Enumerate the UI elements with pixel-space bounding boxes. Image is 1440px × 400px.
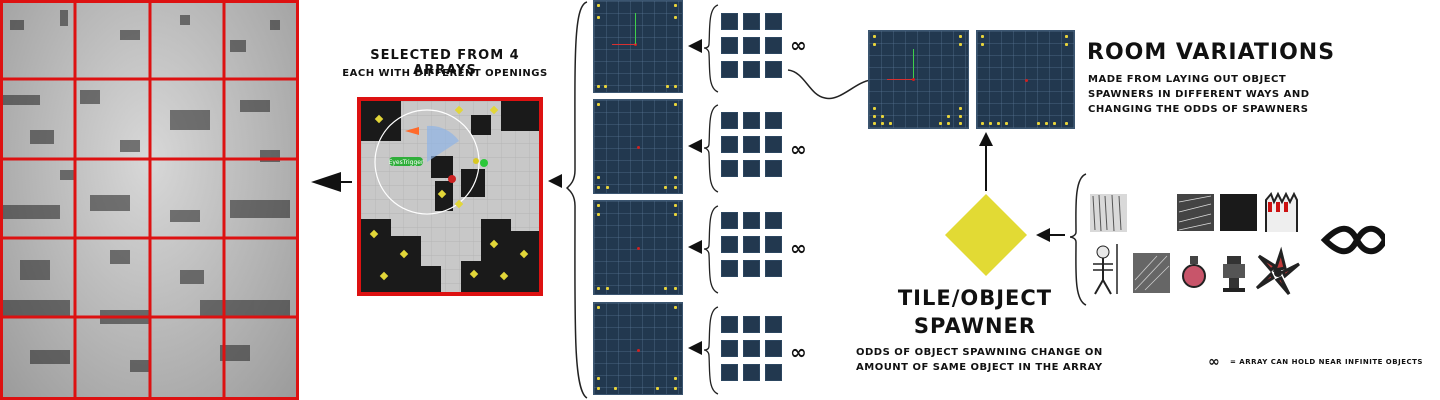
texture-black-icon bbox=[1220, 194, 1257, 231]
array-room-4 bbox=[593, 302, 683, 395]
array-grid-2 bbox=[721, 112, 787, 178]
objects-brace bbox=[1069, 173, 1087, 306]
connector-curve bbox=[787, 69, 872, 100]
spawner-note-2: AMOUNT OF SAME OBJECT IN THE ARRAY bbox=[856, 362, 1103, 373]
level-map bbox=[0, 0, 299, 400]
array-room-1 bbox=[593, 0, 683, 93]
infinity-icon: ∞ bbox=[790, 340, 807, 364]
legend-infinity-icon: ∞ bbox=[1208, 354, 1220, 370]
array-room-3 bbox=[593, 200, 683, 295]
arrays-brace bbox=[565, 1, 588, 399]
infinity-icon: ∞ bbox=[790, 33, 807, 57]
room-variation-1 bbox=[868, 30, 969, 129]
spawner-title-2: SPAWNER bbox=[913, 314, 1037, 338]
texture-dark-icon bbox=[1177, 194, 1214, 231]
selected-room: EyesTrigger bbox=[357, 97, 543, 296]
arrow-array-1 bbox=[688, 39, 702, 53]
room-variation-2 bbox=[976, 30, 1075, 129]
selected-title: SELECTED FROM 4 ARRAYS bbox=[370, 48, 520, 78]
arrow-to-selected bbox=[548, 174, 562, 188]
arrow-to-spawner bbox=[1036, 228, 1050, 242]
texture-scratch-icon bbox=[1133, 253, 1170, 293]
room-variations-title: ROOM VARIATIONS bbox=[1087, 40, 1336, 65]
array-grid-1 bbox=[721, 13, 787, 79]
array-grid-3 bbox=[721, 212, 787, 278]
legend-text: = ARRAY CAN HOLD NEAR INFINITE OBJECTS bbox=[1230, 358, 1423, 366]
pedestal-icon bbox=[1223, 256, 1245, 292]
room-variations-line2: SPAWNERS IN DIFFERENT WAYS AND bbox=[1088, 89, 1310, 100]
object-sprites bbox=[1090, 191, 1385, 295]
arrow-up-shaft bbox=[985, 146, 987, 191]
array-grid-4 bbox=[721, 316, 787, 382]
arrow-array-4 bbox=[688, 341, 702, 355]
infinity-large-icon bbox=[1320, 225, 1385, 255]
infinity-icon: ∞ bbox=[790, 236, 807, 260]
room-variations-line1: MADE FROM LAYING OUT OBJECT bbox=[1088, 74, 1287, 85]
array-braces bbox=[703, 4, 719, 395]
skeleton-icon bbox=[1093, 244, 1118, 295]
spawner-title-1: TILE/OBJECT bbox=[897, 286, 1053, 310]
spikes-icon bbox=[1265, 191, 1298, 232]
potion-icon bbox=[1182, 256, 1206, 288]
arrow-up bbox=[979, 132, 993, 146]
arrow-to-map-shaft bbox=[336, 181, 352, 183]
texture-stone-icon bbox=[1090, 194, 1127, 232]
arrow-array-3 bbox=[688, 240, 702, 254]
game-label: EyesTrigger bbox=[389, 159, 424, 166]
arrow-to-map bbox=[311, 172, 341, 192]
spawner-diamond bbox=[945, 194, 1027, 276]
spawner-note-1: ODDS OF OBJECT SPAWNING CHANGE ON bbox=[856, 347, 1103, 358]
arrow-to-spawner-shaft bbox=[1049, 234, 1065, 236]
arrow-array-2 bbox=[688, 139, 702, 153]
shuriken-icon bbox=[1255, 246, 1300, 295]
selected-subtitle: EACH WITH DIFFERENT OPENINGS bbox=[342, 68, 548, 79]
infinity-icon: ∞ bbox=[790, 137, 807, 161]
room-variations-line3: CHANGING THE ODDS OF SPAWNERS bbox=[1088, 104, 1309, 115]
array-room-2 bbox=[593, 99, 683, 194]
level-map-grid bbox=[0, 0, 299, 400]
selected-room-scene: EyesTrigger bbox=[361, 101, 539, 292]
